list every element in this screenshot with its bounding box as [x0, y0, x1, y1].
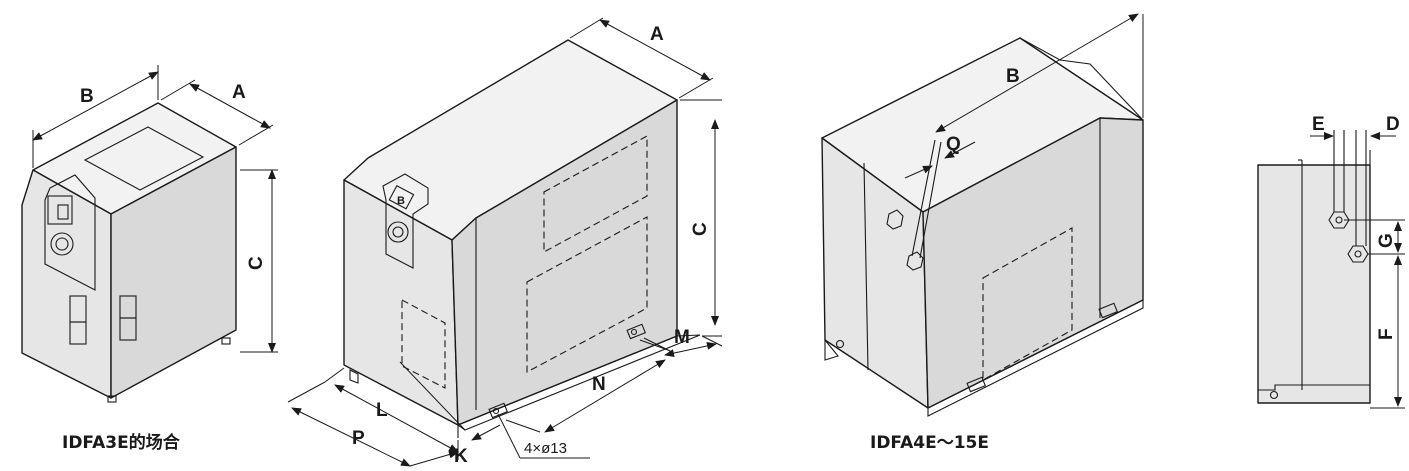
- dim-label-l: L: [376, 400, 388, 421]
- dim-label-a: A: [232, 82, 246, 103]
- dim-label-k: K: [454, 446, 468, 467]
- dim-label-m: M: [674, 327, 690, 348]
- view-large-unit: B A C M N L: [287, 17, 723, 467]
- dim-label-b-right: B: [1006, 66, 1020, 87]
- view-side-elevation: E D G F: [1257, 114, 1405, 409]
- view-idfa4e-15e: B Q IDFA4E～15E: [821, 13, 1144, 453]
- dim-label-p: P: [352, 428, 365, 449]
- panel-badge: B: [397, 195, 405, 207]
- dim-label-e: E: [1312, 114, 1325, 135]
- dim-label-g: G: [1376, 233, 1397, 248]
- view-idfa3e: B A C IDFA3E的场合: [21, 65, 278, 453]
- caption-idfa3e: IDFA3E的场合: [62, 432, 181, 453]
- dim-label-a-large: A: [650, 24, 664, 45]
- dim-label-c-large: C: [690, 222, 711, 236]
- dim-label-n: N: [592, 374, 606, 395]
- holes-note: 4×ø13: [524, 440, 567, 457]
- dim-label-c: C: [246, 256, 267, 270]
- dim-label-q: Q: [946, 134, 961, 155]
- dim-label-b: B: [80, 86, 94, 107]
- dim-label-d: D: [1386, 114, 1400, 135]
- dim-label-f: F: [1376, 328, 1397, 340]
- caption-idfa4e: IDFA4E～15E: [870, 433, 989, 453]
